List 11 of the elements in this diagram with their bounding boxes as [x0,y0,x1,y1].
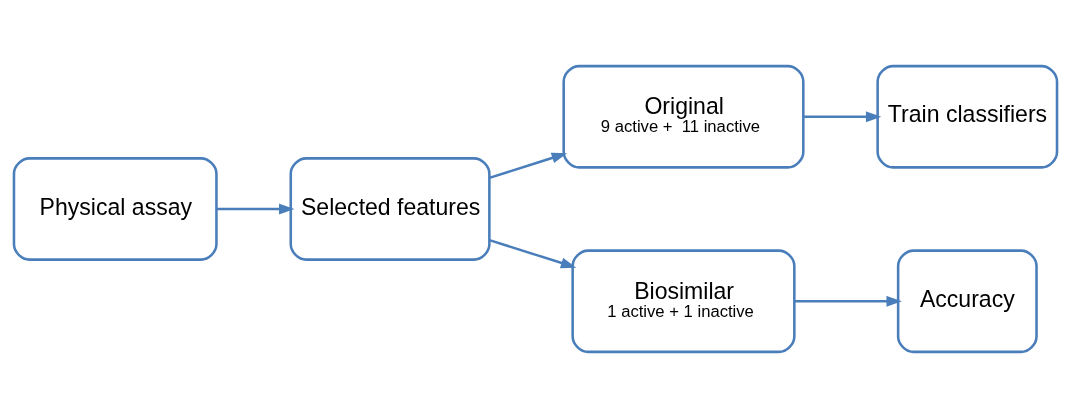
arrow [489,152,568,180]
node-box: Biosimilar 1 active + 1 inactive [571,249,796,354]
node-box: Accuracy [896,249,1038,354]
arrow [489,238,577,269]
node-box: Original 9 active + 11 inactive [562,64,805,169]
node-box: Physical assay [12,157,218,261]
node-box: Train classifiers [876,64,1059,169]
arrow [216,203,295,215]
arrow [794,295,902,307]
node-box: Selected features [289,157,491,261]
arrow [803,111,882,123]
